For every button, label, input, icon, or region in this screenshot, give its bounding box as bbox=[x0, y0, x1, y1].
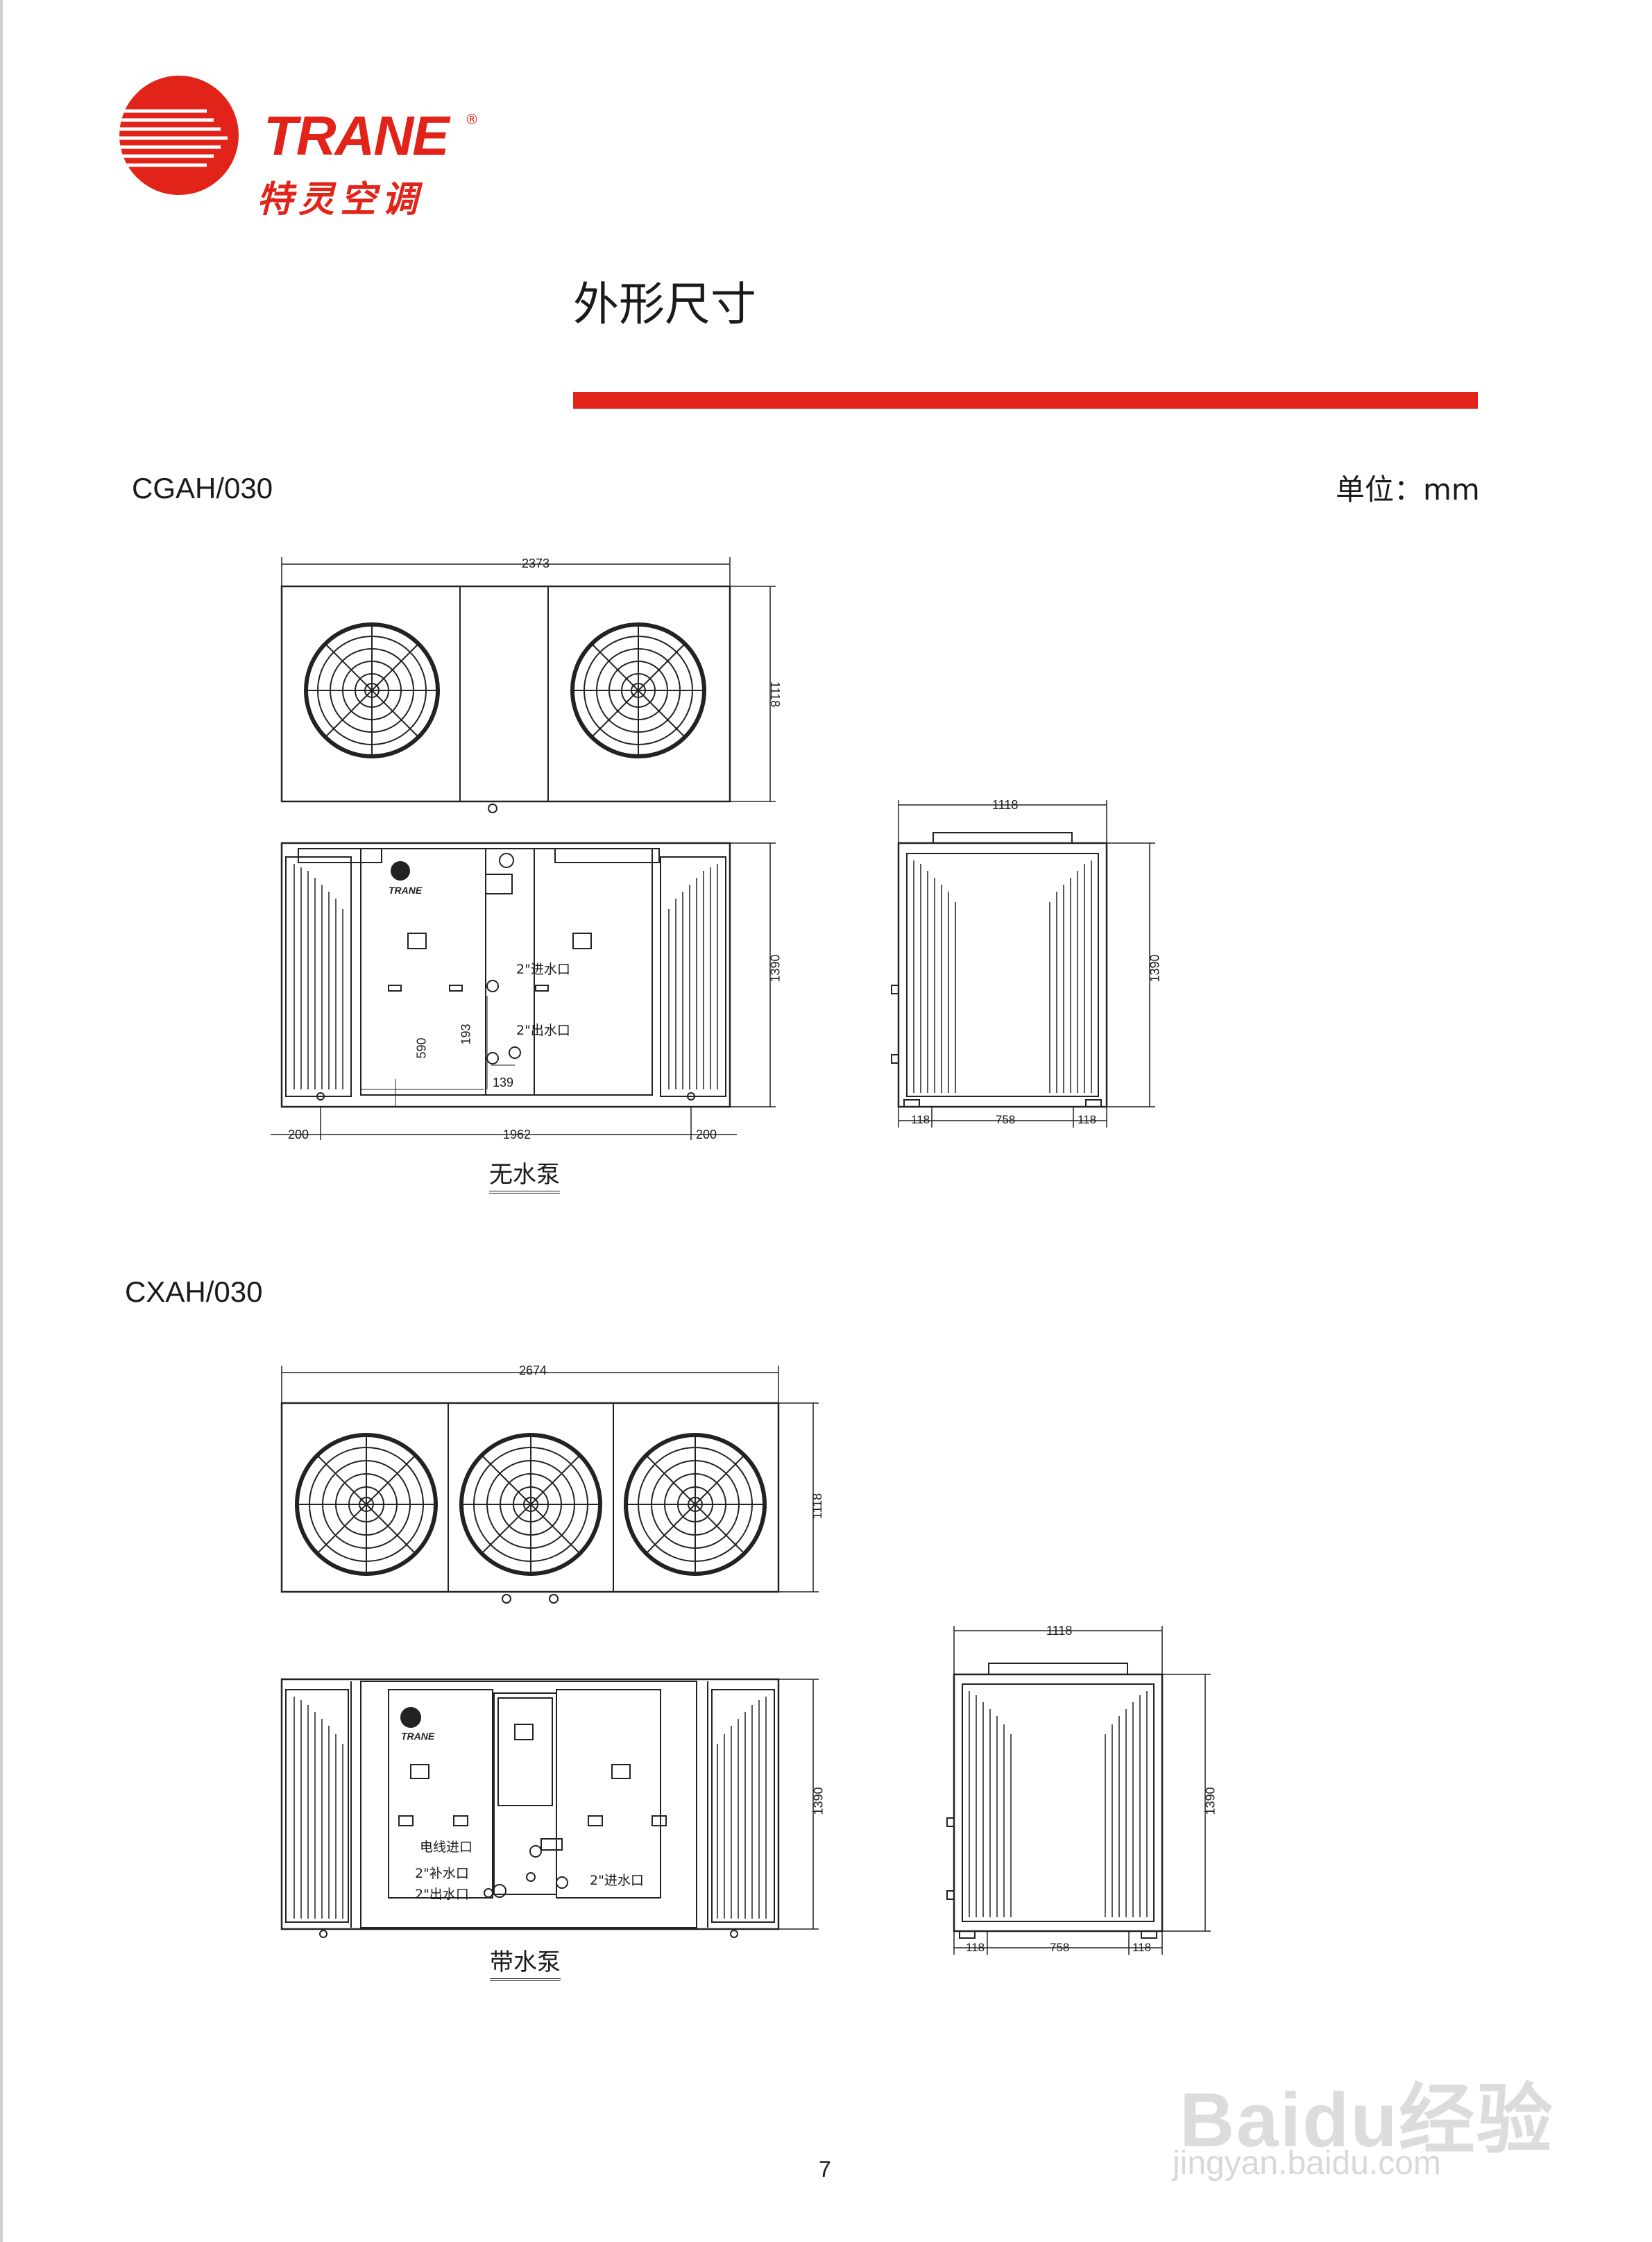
m1-front-height-label: 1390 bbox=[768, 954, 783, 983]
model2-front-view bbox=[280, 1678, 819, 1938]
m2-power-label: 电线进口 bbox=[420, 1840, 473, 1855]
model2-side-view bbox=[946, 1626, 1211, 1955]
model1-top-view bbox=[280, 557, 776, 813]
m2-side-dim-b: 758 bbox=[1050, 1941, 1070, 1954]
page-number: 7 bbox=[819, 2157, 831, 2182]
m1-dim-193: 193 bbox=[459, 1024, 473, 1045]
m1-side-dim-a: 118 bbox=[911, 1113, 930, 1126]
m1-inlet-label: 2"进水口 bbox=[516, 962, 570, 977]
m2-front-height-label: 1390 bbox=[811, 1787, 826, 1815]
m1-side-dim-b: 758 bbox=[996, 1113, 1016, 1126]
m2-outlet-label: 2"出水口 bbox=[415, 1887, 469, 1902]
fan3-icon bbox=[295, 1433, 438, 1576]
model1-name: CGAH/030 bbox=[132, 472, 273, 504]
m2-side-dim-c: 118 bbox=[1132, 1941, 1152, 1954]
m1-side-width-label: 1118 bbox=[992, 798, 1019, 812]
m1-dim-139: 139 bbox=[493, 1076, 514, 1089]
m2-side-dim-a: 118 bbox=[966, 1941, 985, 1954]
brand-wordmark: TRANE bbox=[264, 105, 450, 167]
m1-side-height-label: 1390 bbox=[1148, 954, 1162, 983]
m2-caption: 带水泵 bbox=[490, 1943, 561, 1981]
m1-top-width-label: 2373 bbox=[522, 557, 550, 570]
m2-unit-logo-text: TRANE bbox=[401, 1731, 435, 1742]
m1-dim-center: 1962 bbox=[503, 1128, 531, 1141]
model2-name: CXAH/030 bbox=[125, 1275, 263, 1308]
brand-chinese-name: 特灵空调 bbox=[257, 179, 424, 221]
m1-caption: 无水泵 bbox=[489, 1155, 560, 1194]
fan4-icon bbox=[459, 1433, 602, 1576]
m2-makeup-label: 2"补水口 bbox=[415, 1866, 469, 1881]
fan2-icon bbox=[570, 622, 706, 758]
m1-unit-logo-text: TRANE bbox=[389, 885, 423, 896]
m2-top-width-label: 2674 bbox=[519, 1364, 547, 1377]
fan1-icon bbox=[304, 622, 440, 758]
m1-top-depth-label: 1118 bbox=[768, 681, 783, 708]
watermark-url: jingyan.baidu.com bbox=[1173, 2145, 1441, 2182]
m2-top-depth-label: 1118 bbox=[810, 1493, 825, 1520]
model2-top-view bbox=[280, 1366, 819, 1604]
watermark-main: Baidu经验 bbox=[1180, 2078, 1554, 2163]
title-rule bbox=[573, 392, 1478, 409]
page-title: 外形尺寸 bbox=[573, 278, 756, 331]
m2-side-width-label: 1118 bbox=[1046, 1624, 1073, 1638]
m1-dim-590: 590 bbox=[414, 1037, 429, 1059]
page-edge-line bbox=[0, 0, 3, 2242]
unit-label: 单位：mm bbox=[1336, 473, 1480, 507]
m1-outlet-label: 2"出水口 bbox=[516, 1023, 570, 1038]
m1-dim-left: 200 bbox=[288, 1128, 309, 1141]
fan5-icon bbox=[624, 1433, 767, 1576]
m1-dim-right: 200 bbox=[696, 1128, 717, 1141]
m1-side-dim-c: 118 bbox=[1078, 1113, 1097, 1126]
registered-mark: ® bbox=[465, 111, 479, 128]
m2-side-height-label: 1390 bbox=[1203, 1787, 1218, 1815]
trane-logo-icon bbox=[119, 76, 239, 195]
model1-side-view bbox=[891, 800, 1155, 1128]
m2-inlet-label: 2"进水口 bbox=[590, 1873, 644, 1888]
model1-front-view bbox=[271, 842, 776, 1140]
